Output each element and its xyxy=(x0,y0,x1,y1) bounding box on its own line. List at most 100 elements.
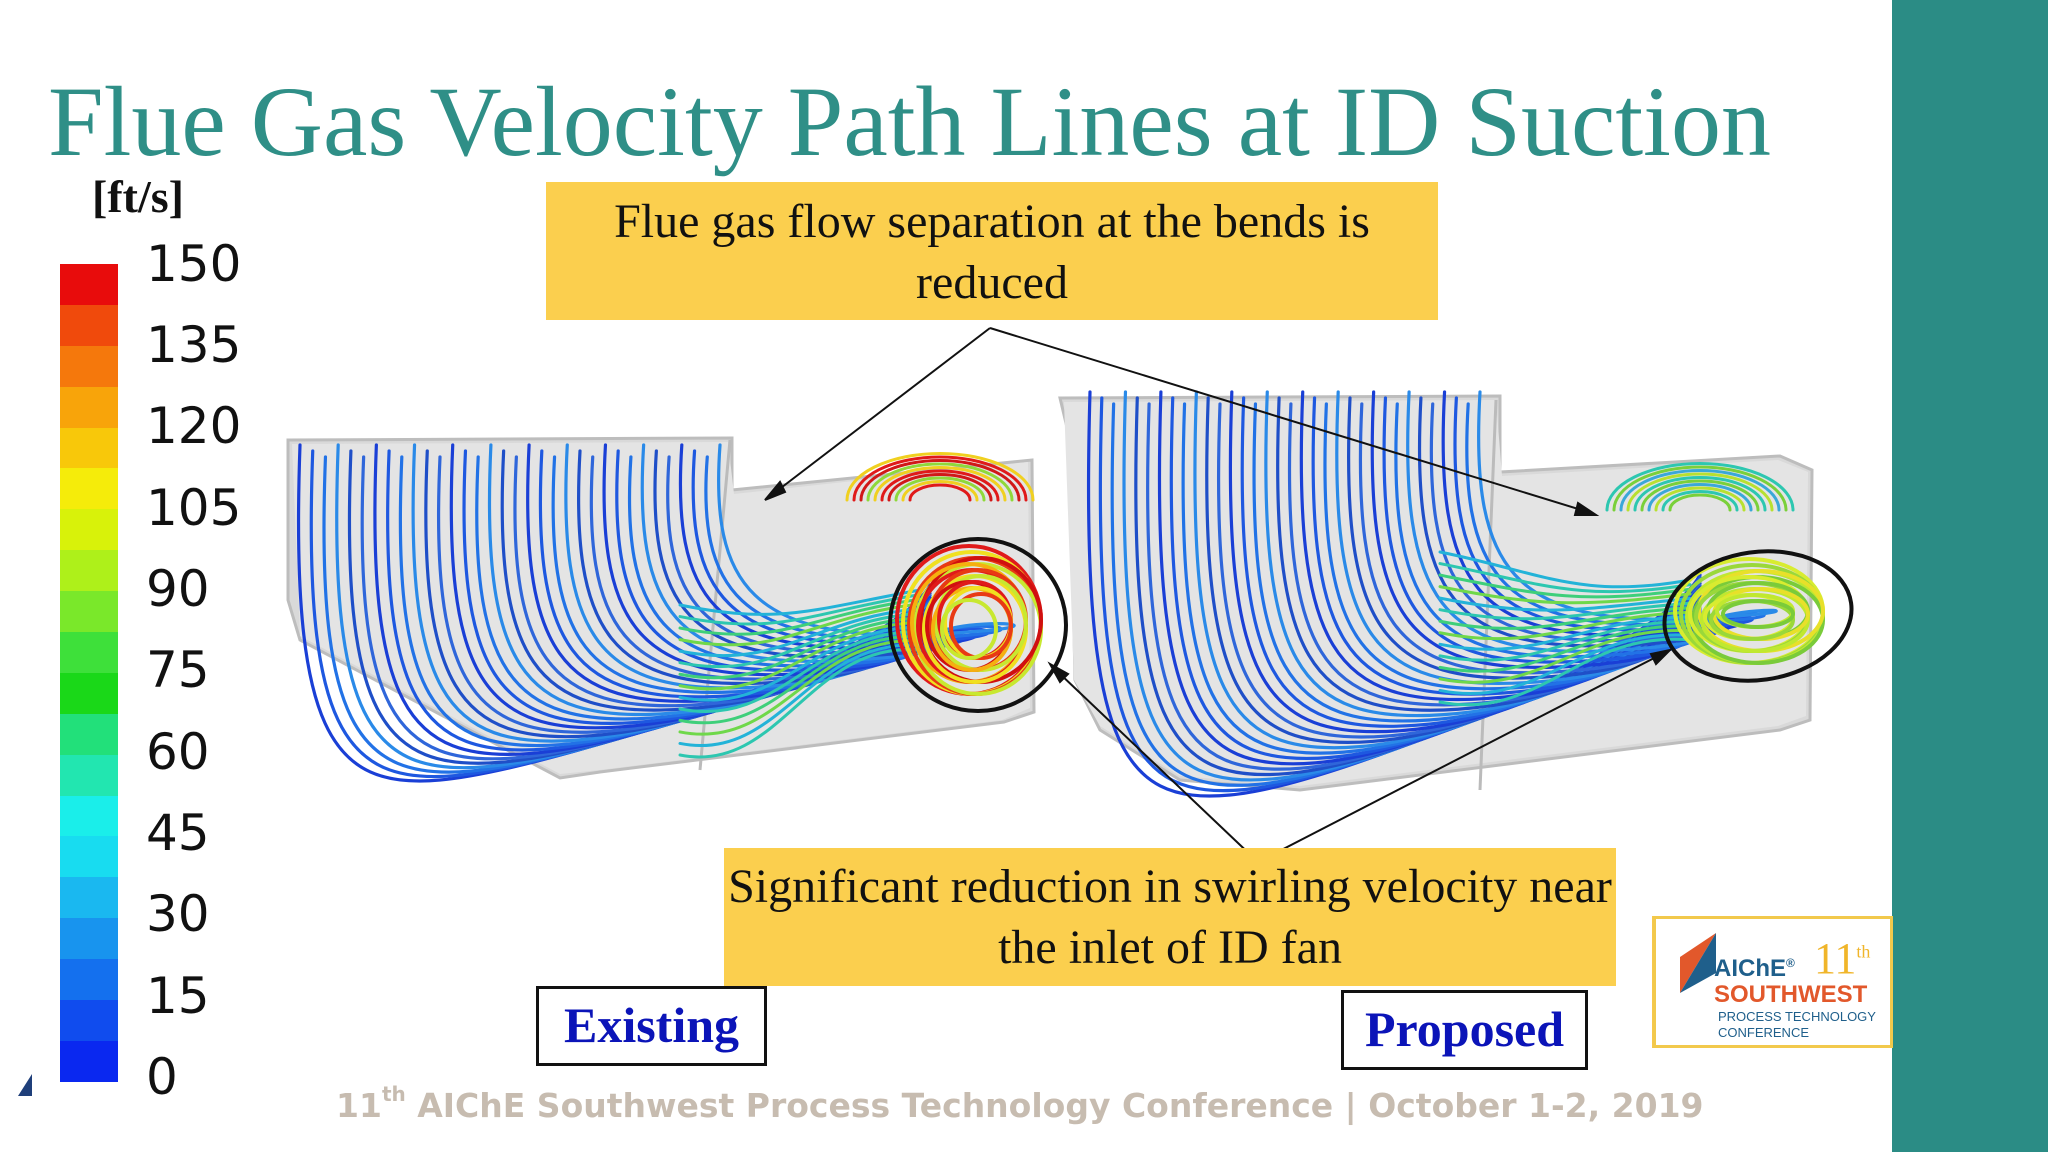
logo-line-2: CONFERENCE xyxy=(1718,1025,1810,1040)
footer-conference-line: 11th AIChE Southwest Process Technology … xyxy=(336,1082,1704,1128)
streamline xyxy=(873,466,1007,502)
streamline xyxy=(880,469,1000,502)
logo-region: SOUTHWEST xyxy=(1714,981,1868,1008)
footer-ordinal-suffix: th xyxy=(381,1082,406,1106)
legend-tick: 45 xyxy=(146,804,210,862)
legend-tick: 15 xyxy=(146,967,210,1025)
proposed-swirl-highlight xyxy=(1662,549,1854,683)
conference-logo: AIChE® 11th SOUTHWEST PROCESS TECHNOLOGY… xyxy=(1653,916,1893,1048)
streamline xyxy=(845,452,1035,502)
streamline xyxy=(1438,585,1692,605)
legend-color-segment xyxy=(60,632,118,673)
logo-edition-suffix: th xyxy=(1856,941,1871,962)
logo-aiche-word: AIChE xyxy=(1714,955,1786,982)
logo-aiche-text: AIChE® xyxy=(1714,955,1795,983)
streamline xyxy=(894,476,986,502)
proposed-swirl xyxy=(1605,462,1825,665)
streamline xyxy=(1647,483,1753,512)
callout-arrows xyxy=(764,327,1674,863)
streamline xyxy=(1438,601,1692,621)
existing-label: Existing xyxy=(536,986,767,1066)
footer-ordinal-number: 11 xyxy=(336,1086,382,1125)
streamline xyxy=(901,480,979,502)
logo-line-1: PROCESS TECHNOLOGY xyxy=(1718,1009,1876,1024)
legend-tick: 75 xyxy=(146,641,210,699)
legend-color-segment xyxy=(60,345,118,387)
legend-color-segment xyxy=(60,959,118,1001)
swirl-ring xyxy=(940,598,998,660)
streamline xyxy=(678,634,922,725)
accent-strip xyxy=(1892,0,2048,1152)
streamline xyxy=(1626,472,1774,512)
streamline xyxy=(678,616,922,680)
velocity-color-legend xyxy=(60,264,118,1082)
corner-triangle-icon xyxy=(18,1074,32,1096)
legend-tick: 0 xyxy=(146,1048,178,1106)
legend-tick: 120 xyxy=(146,397,242,455)
streamline xyxy=(678,606,922,658)
swirl-ring xyxy=(949,592,1013,660)
legend-color-segment xyxy=(60,795,118,837)
existing-swirl-highlight xyxy=(888,537,1068,713)
streamline xyxy=(1619,469,1781,512)
legend-color-segment xyxy=(60,468,118,510)
streamline xyxy=(1612,465,1788,512)
streamline xyxy=(678,648,922,759)
streamline xyxy=(866,462,1014,502)
legend-color-segment xyxy=(60,836,118,878)
streamline xyxy=(1438,637,1692,707)
streamline xyxy=(678,611,922,669)
legend-unit-label: [ft/s] xyxy=(92,171,184,222)
streamline xyxy=(1438,610,1692,641)
legend-color-segment xyxy=(60,1000,118,1041)
streamline xyxy=(1438,620,1692,662)
streamline xyxy=(678,588,922,616)
legend-tick: 150 xyxy=(146,235,242,293)
streamline xyxy=(1633,476,1767,512)
streamline xyxy=(1438,606,1692,630)
legend-color-segment xyxy=(60,918,118,960)
legend-color-segment xyxy=(60,550,118,592)
slide-title: Flue Gas Velocity Path Lines at ID Sucti… xyxy=(48,66,1771,177)
streamline xyxy=(678,639,922,736)
streamline xyxy=(1438,596,1692,612)
legend-color-segment xyxy=(60,1040,118,1082)
existing-swirl xyxy=(845,452,1043,696)
existing-streamlines xyxy=(296,443,1016,783)
streamline xyxy=(1654,486,1746,512)
legend-color-segment xyxy=(60,591,118,633)
streamline xyxy=(678,620,922,691)
legend-color-segment xyxy=(60,386,118,428)
streamline xyxy=(1438,629,1692,684)
proposed-label: Proposed xyxy=(1341,990,1588,1070)
legend-color-segment xyxy=(60,427,118,469)
legend-color-segment xyxy=(60,509,118,551)
legend-color-segment xyxy=(60,672,118,714)
streamline xyxy=(1668,493,1732,512)
legend-color-segment xyxy=(60,264,118,305)
streamline xyxy=(678,602,922,647)
logo-registered-mark: ® xyxy=(1786,956,1795,970)
legend-color-segment xyxy=(60,304,118,346)
footer-text: AIChE Southwest Process Technology Confe… xyxy=(405,1086,1704,1125)
streamline xyxy=(1605,462,1795,512)
legend-tick: 30 xyxy=(146,885,210,943)
streamline xyxy=(859,459,1021,502)
streamline xyxy=(678,630,922,713)
streamline xyxy=(1661,490,1739,512)
streamline xyxy=(1438,615,1692,651)
aiche-logo-mark-icon xyxy=(1680,933,1716,993)
logo-edition: 11th xyxy=(1814,933,1870,984)
streamline xyxy=(1438,573,1692,599)
streamline xyxy=(908,483,972,502)
legend-color-segment xyxy=(60,754,118,796)
streamline xyxy=(678,593,922,626)
streamline xyxy=(678,643,922,747)
streamline xyxy=(1438,624,1692,673)
streamline xyxy=(887,473,993,502)
legend-tick: 90 xyxy=(146,560,210,618)
streamline xyxy=(1640,479,1760,512)
legend-color-segment xyxy=(60,713,118,755)
